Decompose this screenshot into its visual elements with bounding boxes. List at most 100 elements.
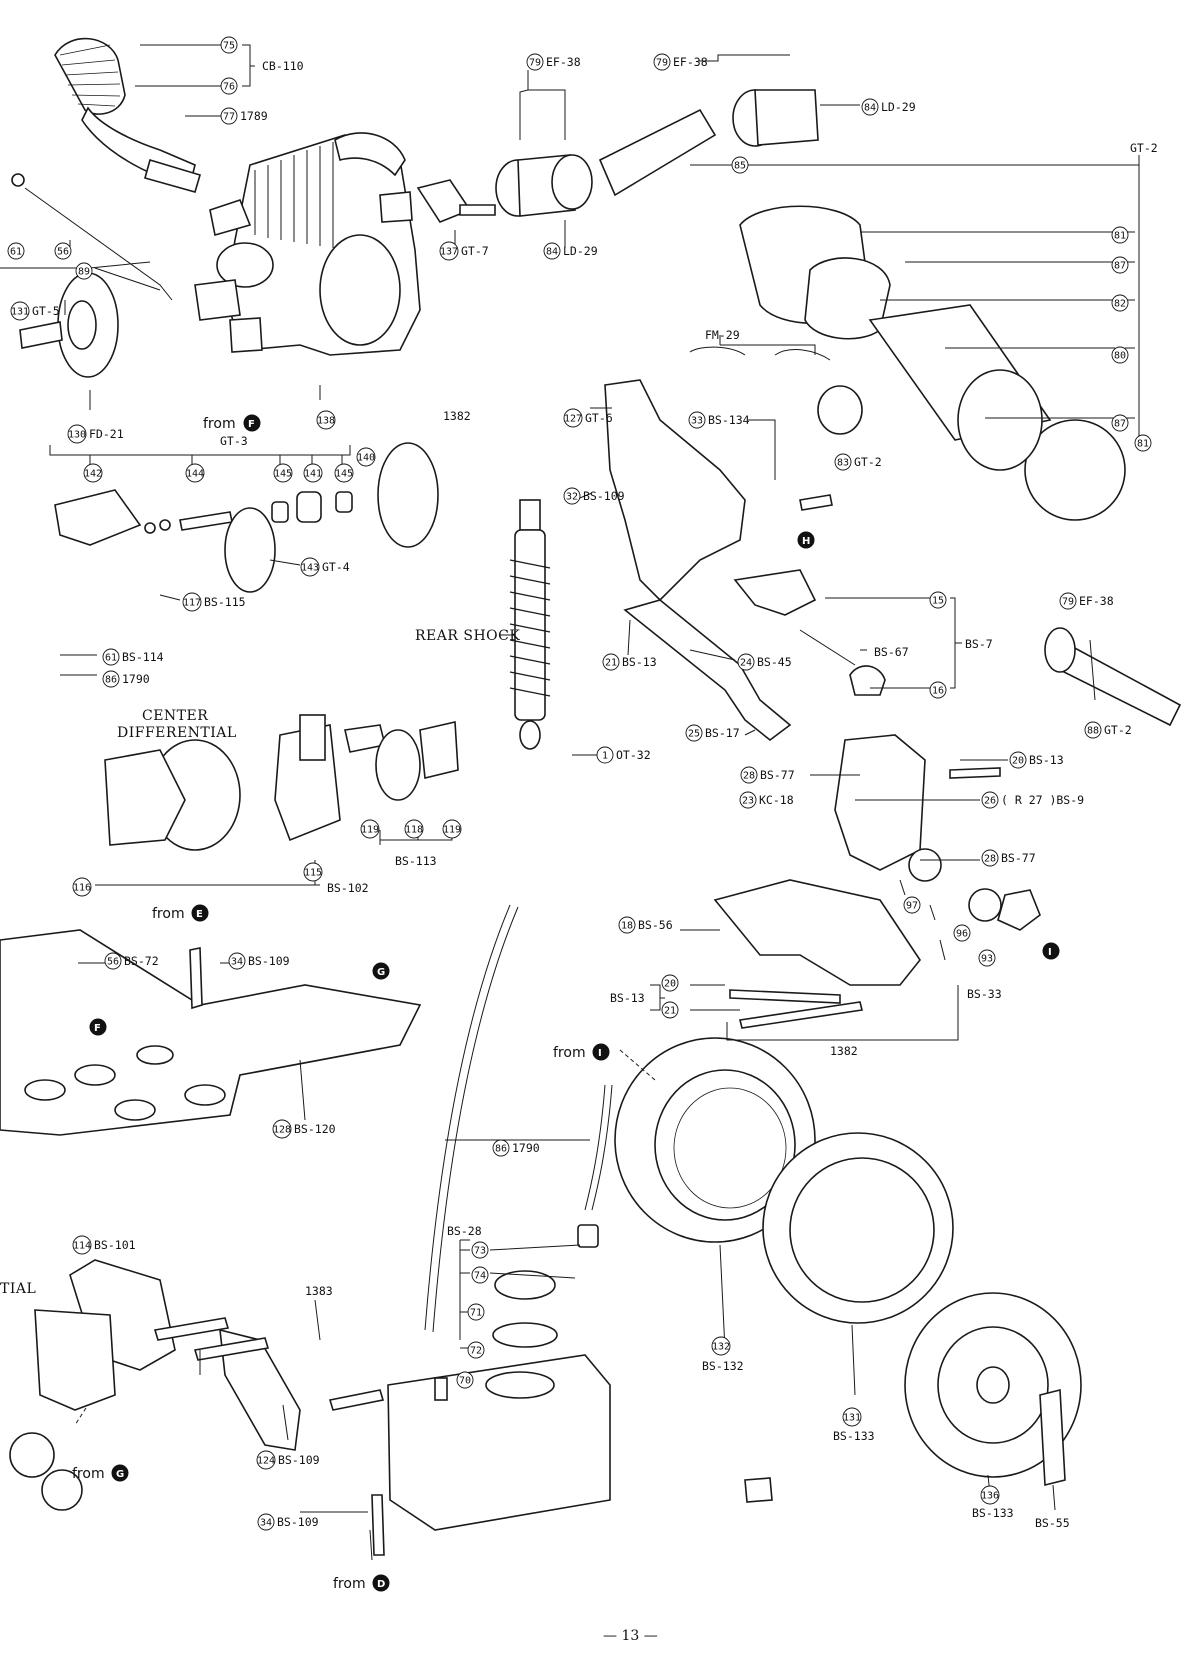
caption-tial: TIAL — [0, 1281, 36, 1297]
callout-circle — [688, 411, 706, 429]
callout-c81b: 81 — [1134, 434, 1152, 452]
hub-carrier — [834, 734, 926, 871]
callout-circle — [273, 463, 293, 483]
callout-number: 79 — [656, 58, 668, 69]
callout-number: 87 — [1114, 419, 1126, 430]
engine — [194, 132, 421, 356]
callout-part-label: LD-29 — [563, 244, 598, 258]
callout-circle — [1111, 414, 1129, 432]
callout-c89: 89 — [75, 262, 93, 280]
callout-c20b: 20 — [661, 974, 679, 992]
callout-c144: 144 — [185, 463, 205, 483]
svg-text:from: from — [333, 1576, 366, 1592]
callout-circle — [737, 653, 755, 671]
callout-circle — [471, 1241, 489, 1259]
callout-number: 86 — [495, 1144, 507, 1155]
callout-part-label: BS-115 — [204, 595, 246, 609]
callout-c87a: 87 — [1111, 256, 1129, 274]
page-number: — 13 — — [603, 1628, 658, 1644]
callout-part-label: ( R 27 )BS-9 — [1001, 793, 1084, 807]
callout-part-label: FD-21 — [89, 427, 124, 441]
callout-circle — [653, 53, 671, 71]
callout-c136: 136 — [980, 1485, 1000, 1505]
callout-number: 89 — [78, 267, 90, 278]
callout-c93: 93 — [978, 949, 996, 967]
callout-part-label: OT-32 — [616, 748, 651, 762]
callout-circle — [834, 453, 852, 471]
callout-c16: 16 — [929, 681, 947, 699]
callout-number: 25 — [688, 729, 700, 740]
callout-number: 33 — [691, 416, 703, 427]
callout-circle — [439, 241, 459, 261]
callout-c132: 132 — [711, 1336, 731, 1356]
callout-part-label: BS-56 — [638, 918, 673, 932]
callout-circle — [661, 1001, 679, 1019]
callout-part-label: BS-109 — [277, 1515, 319, 1529]
callout-circle — [182, 592, 202, 612]
callout-circle — [978, 949, 996, 967]
callout-circle — [731, 156, 749, 174]
callout-circle — [739, 791, 757, 809]
throttle-rod — [24, 187, 173, 301]
callout-circle — [929, 681, 947, 699]
callout-circle — [1059, 592, 1077, 610]
callout-circle — [953, 924, 971, 942]
callout-number: 116 — [73, 883, 91, 894]
callout-c70: 70 — [456, 1371, 474, 1389]
from-g: from G — [72, 1464, 129, 1482]
callout-circle — [1111, 346, 1129, 364]
callout-circle — [661, 974, 679, 992]
label-fm29: FM-29 — [705, 328, 740, 342]
callout-circle — [72, 1235, 92, 1255]
callout-circle — [563, 408, 583, 428]
badge-g: G — [372, 962, 390, 980]
callout-c119b: 119 — [442, 819, 462, 839]
callout-number: 87 — [1114, 261, 1126, 272]
callout-circle — [903, 896, 921, 914]
label-cb110: CB-110 — [262, 59, 304, 73]
callout-c74: 74 — [471, 1266, 489, 1284]
label-bs33: BS-33 — [967, 987, 1002, 1001]
callout-number: 73 — [474, 1246, 486, 1257]
badge-h: H — [797, 531, 815, 549]
callout-number: 85 — [734, 161, 746, 172]
rear-shock — [509, 499, 551, 750]
callout-part-label: 1790 — [512, 1141, 540, 1155]
callout-circle — [10, 301, 30, 321]
callout-number: 21 — [605, 658, 617, 669]
callout-part-label: BS-114 — [122, 650, 164, 664]
callout-number: 79 — [529, 58, 541, 69]
callout-number: 24 — [740, 658, 752, 669]
from-i: from I — [553, 1043, 610, 1061]
callout-c82: 82 — [1111, 294, 1129, 312]
callout-c116: 116 — [72, 877, 92, 897]
callout-circle — [543, 242, 561, 260]
callout-number: 56 — [107, 957, 119, 968]
callout-circle — [257, 1513, 275, 1531]
callout-circle — [220, 77, 238, 95]
callout-number: 132 — [712, 1342, 730, 1353]
callout-part-label: GT-7 — [461, 244, 489, 258]
callout-circle — [1111, 294, 1129, 312]
air-filter — [54, 37, 201, 193]
callout-circle — [740, 766, 758, 784]
callout-number: 81 — [1137, 439, 1149, 450]
callout-c118: 118 — [404, 819, 424, 839]
label-bs133: BS-133 — [833, 1429, 875, 1443]
air-filter-tube — [379, 179, 496, 223]
callout-number: 61 — [10, 247, 22, 258]
callout-circle — [272, 1119, 292, 1139]
callout-circle — [102, 648, 120, 666]
callout-circle — [1009, 751, 1027, 769]
badge-f: F — [89, 1018, 107, 1036]
callout-number: 84 — [864, 103, 876, 114]
callout-circle — [981, 849, 999, 867]
callout-number: 140 — [357, 453, 375, 464]
callout-circle — [72, 877, 92, 897]
